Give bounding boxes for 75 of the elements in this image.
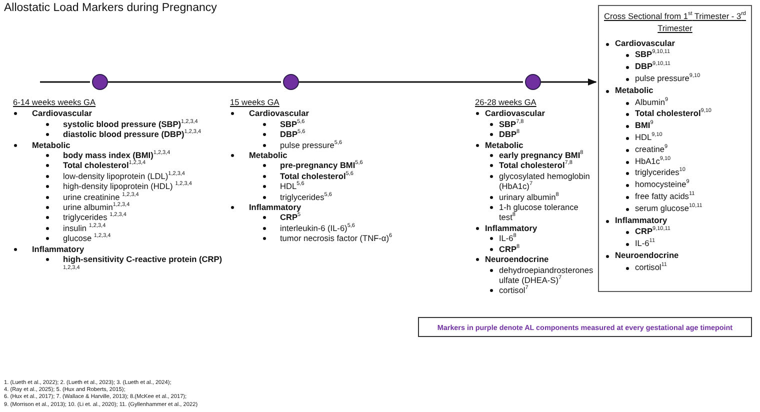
category-heading: Metabolic	[32, 140, 70, 150]
list-item: pulse pressure$^{5,6}$	[280, 140, 342, 150]
list-item: Total cholesterol$^{5,6}$	[280, 170, 354, 182]
list-item: early pregnancy BMI$^{8}$	[499, 150, 584, 160]
list-item: triglycerides $^{1,2,3,4}$	[63, 212, 126, 223]
list-item: SBP$^{7,8}$	[499, 118, 524, 130]
timeline-line	[108, 81, 281, 83]
list-item: glucose $^{1,2,3,4}$	[63, 233, 111, 244]
timeline-line	[40, 81, 90, 83]
list-item: CRP$^{8}$	[499, 244, 520, 254]
list-item: Total cholesterol$^{9,10}$	[635, 108, 712, 120]
timeline-marker	[283, 74, 299, 90]
list-item: IL-6$^{11}$	[635, 238, 656, 250]
list-item: creatine$^{9}$	[635, 144, 668, 156]
list-item: HbA1c$^{9,10}$	[635, 156, 671, 168]
category-heading: Cardiovascular	[615, 38, 675, 50]
list-item: Total cholesterol$^{7,8}$	[499, 160, 572, 171]
list-item: IL-6$^{8}$	[499, 233, 516, 244]
list-item: SBP$^{9,10,11}$	[635, 49, 670, 62]
list-item: Albumin$^{9}$	[635, 96, 668, 108]
list-item: urine albumin$^{1,2,3,4}$	[63, 202, 130, 212]
category-heading: Metabolic	[249, 150, 288, 160]
category-heading: Inflammatory	[249, 202, 302, 212]
list-item: urine creatinine $^{1,2,3,4}$	[63, 192, 139, 202]
list-item: serum glucose$^{10,11}$	[635, 202, 702, 215]
category-heading: Neuroendocrine	[485, 254, 549, 264]
category-heading: Metabolic	[615, 84, 654, 97]
category-heading: Inflammatory	[615, 214, 668, 226]
timeline-line	[299, 81, 523, 83]
category-heading: Cardiovascular	[32, 108, 92, 119]
list-item: 1-h glucose tolerance test$^{8}$	[499, 202, 596, 223]
list-item: SBP$^{5,6}$	[280, 118, 305, 130]
category-heading: Neuroendocrine	[615, 250, 679, 262]
column-heading: Cross Sectional from 1$^{st}$ Trimester - 3$^{rd}$ Trimester	[603, 11, 747, 35]
list-item: diastolic blood pressure (DBP)$^{1,2,3,4}$	[63, 129, 202, 140]
list-item: homocysteine$^{9}$	[635, 179, 690, 191]
list-item: urinary albumin$^{8}$	[499, 192, 559, 202]
diagram-title: Allostatic Load Markers during Pregnancy	[4, 2, 217, 14]
list-item: CRP$^{5}$	[280, 212, 301, 223]
list-item: dehydroepiandrosteronesulfate (DHEA-S)$^{7}$	[499, 264, 596, 286]
list-item: tumor necrosis factor (TNF-α)$^{6}$	[280, 233, 392, 244]
timeline-arrow	[541, 78, 597, 86]
list-item: DBP$^{8}$	[499, 129, 520, 140]
category-heading: Cardiovascular	[485, 108, 545, 119]
text-panel	[598, 5, 752, 292]
list-item: pulse pressure$^{9,10}$	[635, 72, 700, 85]
list-item: systolic blood pressure (SBP)$^{1,2,3,4}$	[63, 118, 198, 130]
list-item: DBP$^{5,6}$	[280, 129, 306, 140]
list-item: cortisol$^{7}$	[499, 285, 528, 296]
category-heading: Cardiovascular	[249, 108, 309, 119]
column-heading: 6-14 weeks weeks GA	[13, 97, 96, 108]
list-item: free fatty acids$^{11}$	[635, 190, 695, 203]
list-item: low-density lipoprotein (LDL)$^{1,2,3,4}$	[63, 170, 185, 182]
category-heading: Metabolic	[485, 140, 524, 150]
list-item: glycosylated hemoglobin (HbA1c)$^{7}$	[499, 170, 596, 192]
list-item: HDL$^{9,10}$	[635, 132, 662, 144]
list-item: DBP$^{9,10,11}$	[635, 61, 670, 73]
list-item: triglycerides$^{10}$	[635, 167, 686, 180]
category-heading: Inflammatory	[32, 244, 84, 254]
list-item: pre-pregnancy BMI$^{5,6}$	[280, 160, 363, 171]
list-item: high-density lipoprotein (HDL) $^{1,2,3,4}$	[63, 181, 192, 192]
list-item: insulin $^{1,2,3,4}$	[63, 222, 106, 234]
timeline-marker	[525, 74, 541, 90]
list-item: cortisol$^{11}$	[635, 262, 667, 274]
list-item: body mass index (BMI)$^{1,2,3,4}$	[63, 150, 170, 160]
list-item: Total cholesterol$^{1,2,3,4}$	[63, 160, 146, 171]
timeline-marker	[92, 74, 108, 90]
list-item: HDL$^{5,6}$	[280, 181, 304, 192]
list-item: triglycerides$^{5,6}$	[280, 192, 332, 202]
list-item: CRP$^{9,10,11}$	[635, 226, 670, 238]
category-heading: Inflammatory	[485, 222, 538, 234]
list-item: BMI$^{9}$	[635, 120, 654, 132]
column-heading: 15 weeks GA	[230, 97, 280, 108]
column-heading: 26-28 weeks GA	[475, 97, 536, 108]
list-item: interleukin-6 (IL-6)$^{5,6}$	[280, 222, 355, 234]
